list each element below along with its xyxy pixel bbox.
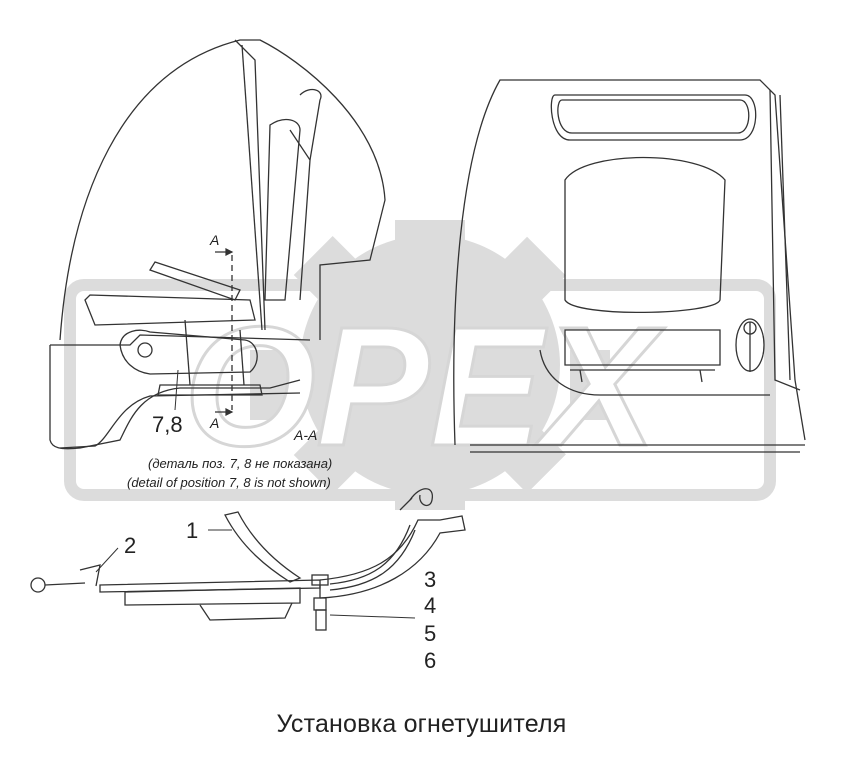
- section-label: A-A: [293, 427, 317, 443]
- callout-5: 5: [424, 621, 436, 646]
- callout-2: 2: [124, 533, 136, 558]
- section-mark-bottom: A: [209, 415, 219, 431]
- callout-1: 1: [186, 518, 198, 543]
- callout-6: 6: [424, 648, 436, 673]
- section-mark-top: A: [209, 232, 219, 248]
- callout-4: 4: [424, 593, 436, 618]
- callout-leaders: [95, 529, 416, 619]
- note-ru: (деталь поз. 7, 8 не показана): [148, 456, 332, 471]
- watermark-text: OPEX: [184, 292, 665, 482]
- figure-caption: Установка огнетушителя: [276, 710, 567, 738]
- cab-side-view: [49, 39, 386, 450]
- cab-rear-view: [453, 79, 806, 453]
- callout-leader-78: [174, 369, 179, 411]
- section-arrows: [215, 248, 234, 416]
- note-en: (detail of position 7, 8 is not shown): [127, 475, 331, 490]
- callout-7-8: 7,8: [152, 412, 183, 437]
- bracket-detail: [30, 488, 466, 631]
- callout-3: 3: [424, 567, 436, 592]
